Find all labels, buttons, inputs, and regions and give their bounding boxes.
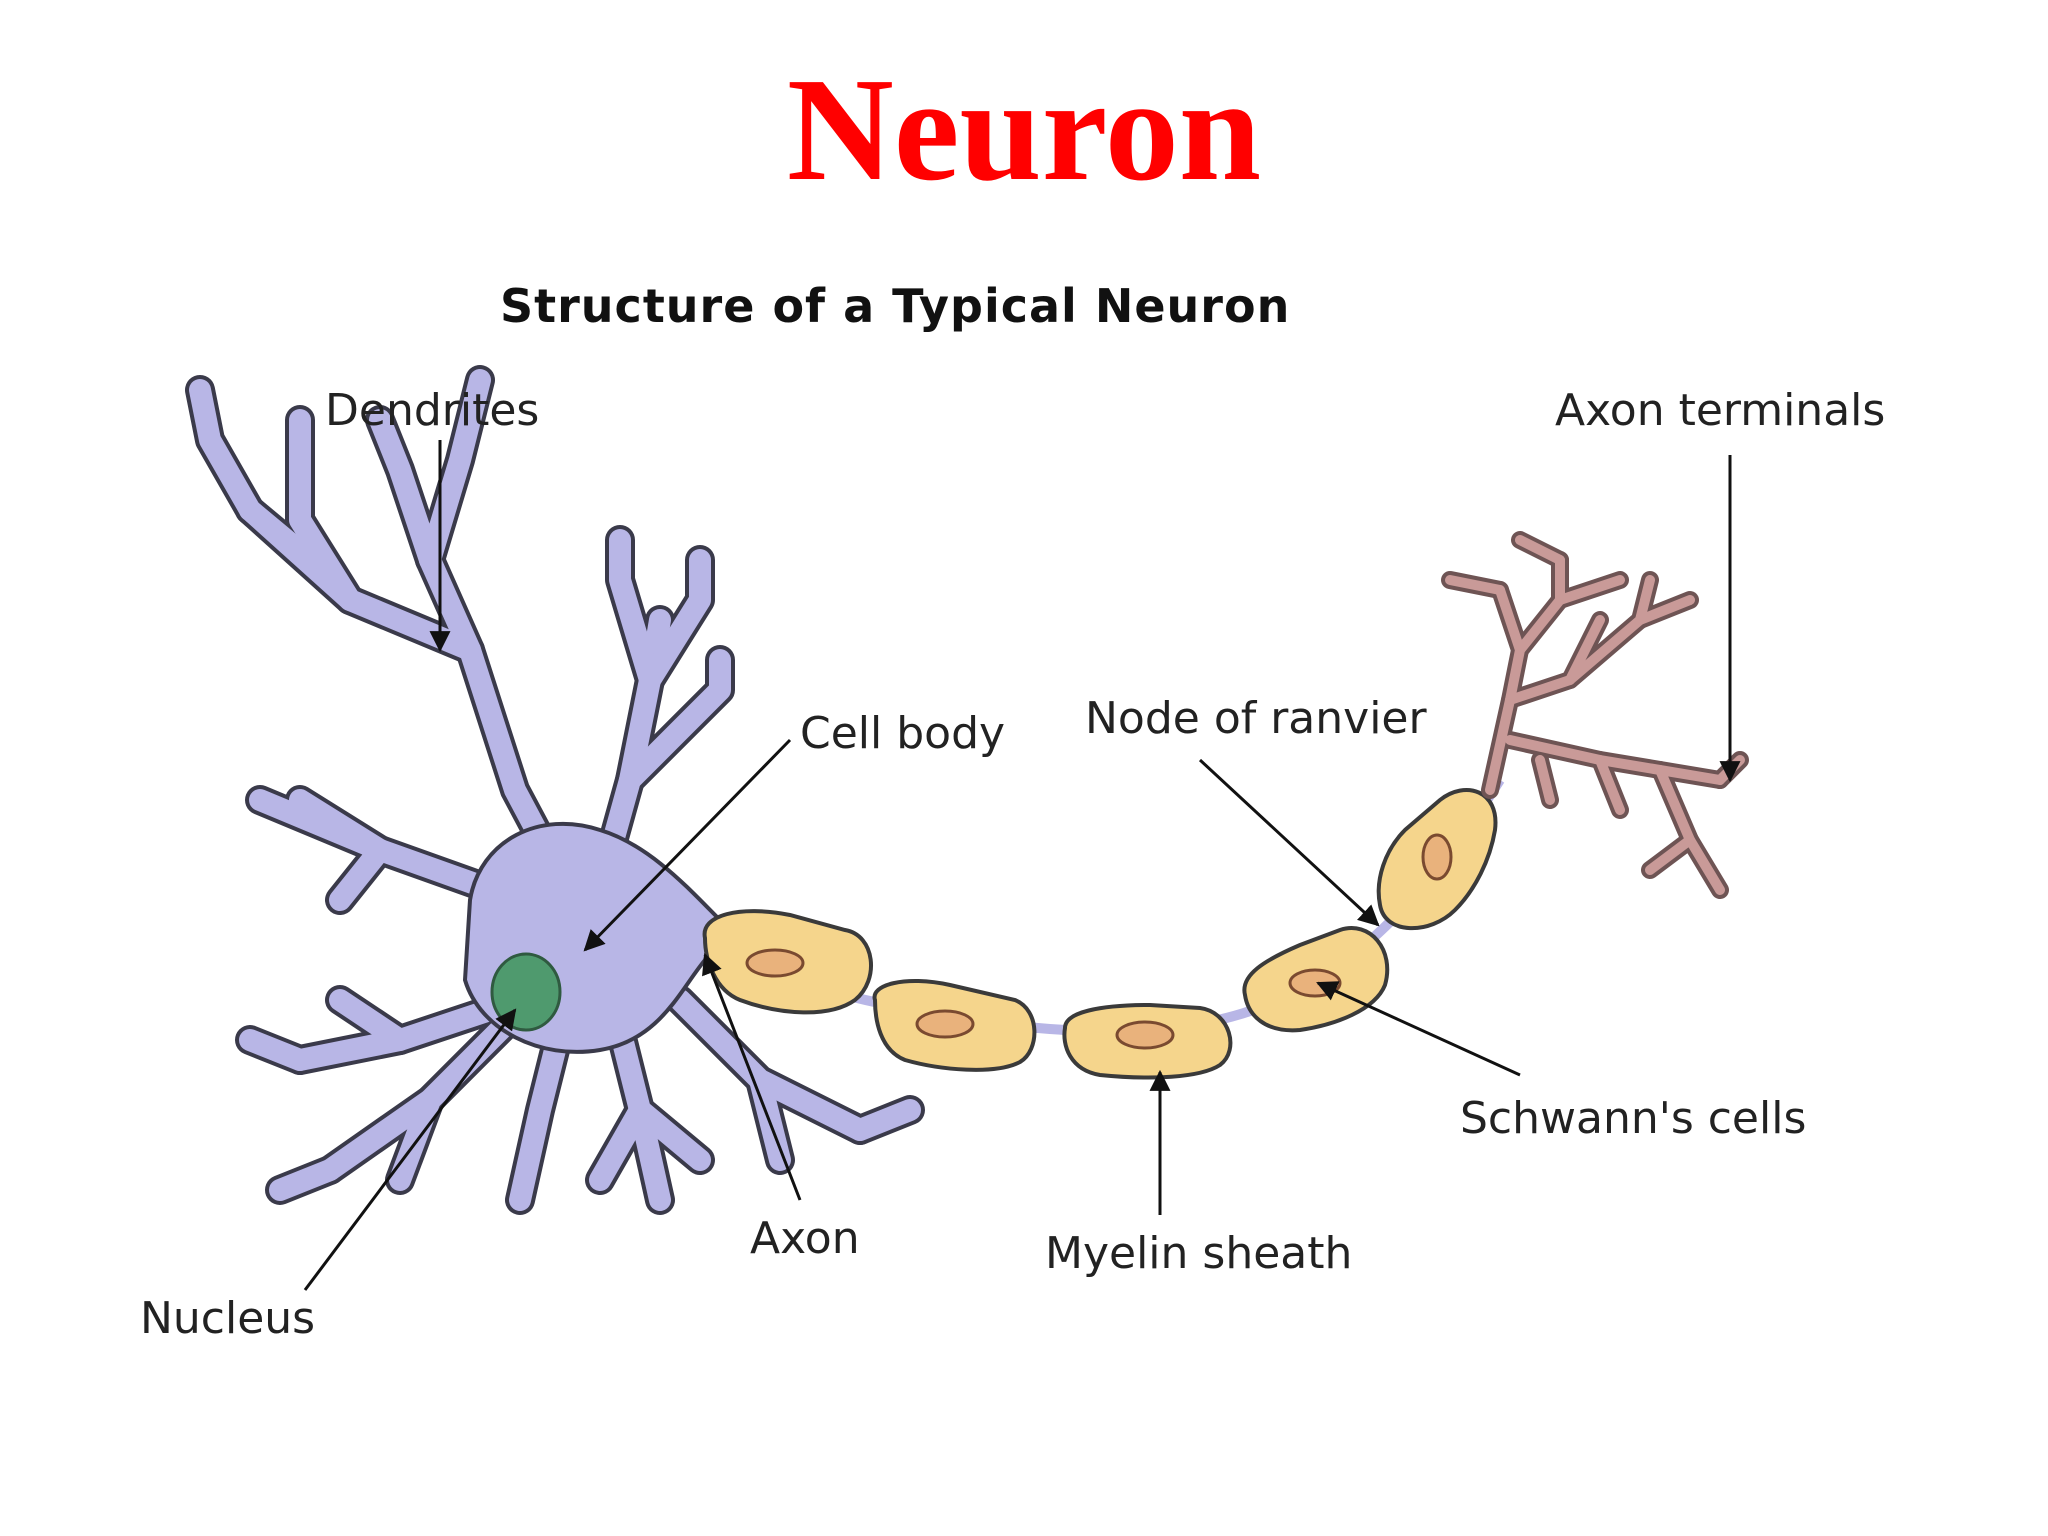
- schwann-cell: [702, 909, 873, 1015]
- schwann-cell: [872, 978, 1037, 1072]
- label-axon-terminals: Axon terminals: [1555, 385, 1885, 436]
- myelin-sheath: [702, 788, 1498, 1080]
- label-myelin-sheath: Myelin sheath: [1045, 1228, 1352, 1279]
- node-of-ranvier-arrow: [1198, 758, 1380, 927]
- label-cell-body: Cell body: [800, 708, 1005, 759]
- nucleus: [490, 952, 562, 1032]
- schwanns-cells-arrow: [1316, 981, 1521, 1077]
- label-nucleus: Nucleus: [140, 1293, 315, 1344]
- schwann-cell: [1242, 926, 1390, 1033]
- label-axon: Axon: [750, 1213, 860, 1264]
- diagram-title: Structure of a Typical Neuron: [500, 279, 1290, 333]
- label-schwanns-cells: Schwann's cells: [1460, 1093, 1806, 1144]
- label-node-of-ranvier: Node of ranvier: [1085, 693, 1427, 744]
- label-dendrites: Dendrites: [325, 385, 539, 436]
- dendrites: [185, 365, 925, 1215]
- cell-body-arrow: [583, 738, 792, 952]
- slide-title: Neuron: [786, 48, 1262, 212]
- schwann-cell: [1376, 788, 1498, 931]
- axon-arrow: [702, 953, 802, 1201]
- schwann-cell: [1062, 1002, 1233, 1080]
- nucleus-arrow: [303, 1008, 517, 1291]
